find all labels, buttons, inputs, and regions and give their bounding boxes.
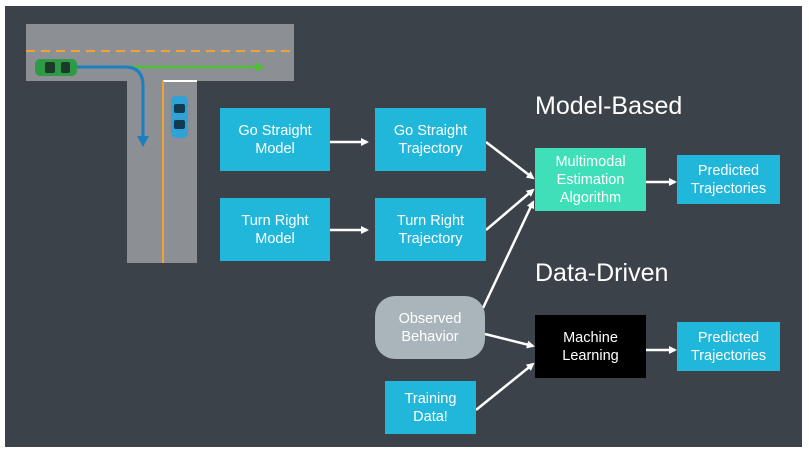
training-data-box: Training Data! [385,381,476,434]
turn-right-model-box: Turn Right Model [220,198,330,261]
go-straight-trajectory-box: Go Straight Trajectory [375,108,486,171]
arrow-go-straight-trajectory-to-multimodal [485,141,535,180]
arrow-training-to-machine-learning [475,362,535,411]
multimodal-estimation-box: Multimodal Estimation Algorithm [535,148,646,211]
data-driven-heading: Data-Driven [535,259,669,287]
green-car-icon [35,59,77,76]
predicted-trajectories-box-model: Predicted Trajectories [677,155,780,204]
machine-learning-box: Machine Learning [535,315,646,378]
go-straight-model-box: Go Straight Model [220,108,330,171]
arrow-observed-to-multimodal [481,200,535,309]
model-based-heading: Model-Based [535,92,683,120]
arrow-observed-to-machine-learning [484,332,535,349]
observed-behavior-box: Observed Behavior [375,296,485,359]
diagram-canvas: Model-Based Data-Driven Go Straight Mode… [5,6,802,447]
connectors [307,138,677,411]
arrow-turn-right-trajectory-to-multimodal [485,188,535,231]
blue-car-icon [171,96,188,138]
predicted-trajectories-box-data: Predicted Trajectories [677,322,780,371]
turn-right-trajectory-box: Turn Right Trajectory [375,198,486,261]
road-scene [26,24,677,411]
right-turn-arrow-icon [65,65,149,147]
